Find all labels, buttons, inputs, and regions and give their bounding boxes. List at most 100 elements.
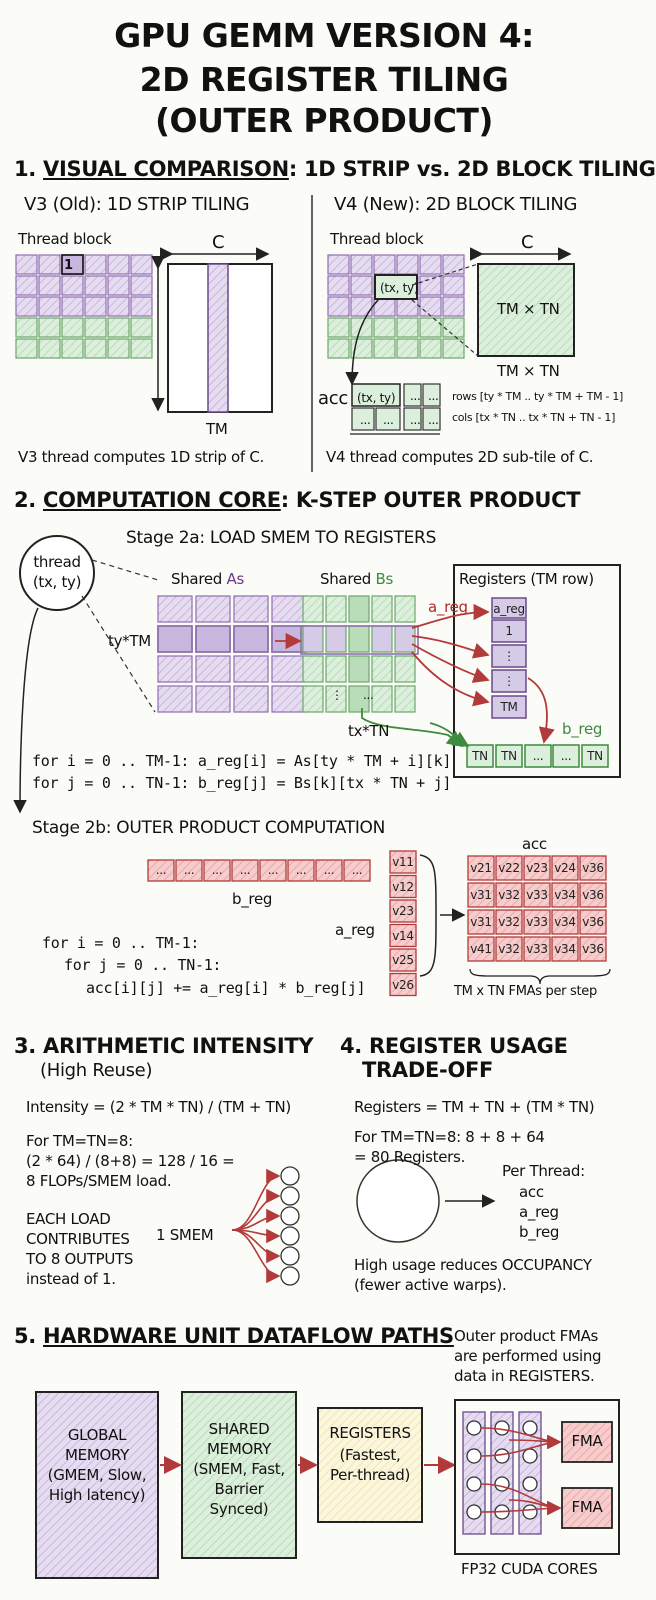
v3-thread-cell (15, 338, 38, 359)
shared-bs-cell (394, 625, 416, 653)
v4-acc-cell (403, 383, 422, 407)
shared-as-cell (195, 685, 231, 713)
shared-bs-cell (394, 595, 416, 623)
shared-as-cell (195, 655, 231, 683)
stage2b-b-reg-cell (147, 859, 175, 882)
v4-dash-bottom (411, 299, 479, 357)
v4-acc-cell (351, 383, 401, 407)
stage2b-acc-cell (467, 882, 495, 908)
v4-acc-dots-1: ... (410, 389, 421, 403)
core-column (490, 1411, 514, 1535)
smem-fanout-arrow (231, 1229, 281, 1264)
v3-thread-cell (84, 317, 107, 338)
stage2b-a-reg-cell-text: v23 (392, 904, 414, 918)
b-reg-cell-text: TN (501, 749, 517, 763)
core-to-fma-arrows (480, 1427, 562, 1516)
stage2b-b-reg-cell-text: ... (351, 863, 363, 877)
v4-thread-to-acc-arrow (345, 299, 379, 386)
shared-bs-cell (371, 625, 393, 653)
registers-box (453, 564, 621, 778)
stage2b-acc-cell-text: v32 (498, 888, 520, 902)
v3-thread-cell (84, 338, 107, 359)
shared-as-cell (157, 655, 193, 683)
shared-bs-cell (302, 655, 324, 683)
v4-tile-below-label: TM × TN (497, 362, 560, 380)
as-row-to-areg-arrow-3 (411, 643, 490, 683)
stage2b-a-reg-cell (389, 972, 417, 997)
v3-thread-cell (130, 317, 153, 338)
v3-cell-label: 1 (64, 258, 73, 273)
b-reg-row (466, 744, 609, 768)
section4-heading-1: 4. REGISTER USAGE (340, 1034, 568, 1058)
registers-tm-row-label: Registers (TM row) (459, 570, 594, 588)
stage2b-b-reg-row (147, 859, 371, 882)
a-reg-cell-text: a_reg (493, 602, 525, 616)
stage2b-b-reg-cell (315, 859, 343, 882)
smem-fanout-arrow (231, 1168, 281, 1231)
v4-acc-grid (351, 383, 441, 431)
regs-line-1: REGISTERS (329, 1424, 411, 1442)
v3-thread-block-grid (15, 254, 153, 359)
output-circle (280, 1166, 300, 1186)
bs-col-to-breg-arrow (361, 708, 464, 748)
shared-as-cell (157, 625, 193, 653)
intensity-line-1: For TM=TN=8: (26, 1132, 133, 1150)
v3-thread-cell (61, 317, 84, 338)
shared-bs-cell (302, 625, 324, 653)
v4-c-label: C (521, 232, 534, 253)
a-reg-cell (491, 644, 527, 668)
v4-thread-cell (442, 275, 465, 296)
smem-line-1: SHARED (208, 1420, 270, 1438)
thread-dash-top (91, 559, 159, 581)
cuda-cores-box (454, 1399, 620, 1555)
output-circle (280, 1186, 300, 1206)
v4-acc-cell (422, 407, 441, 431)
shared-bs-grid (300, 595, 419, 713)
one-smem-label: 1 SMEM (156, 1226, 214, 1244)
shared-bs-cell (371, 595, 393, 623)
each-load-4: instead of 1. (26, 1270, 116, 1288)
core-circle (522, 1504, 538, 1520)
stage2b-a-reg-cell-text: v12 (392, 879, 414, 894)
v3-thread-cell (38, 296, 61, 317)
stage2b-a-reg-cell-text: v25 (392, 953, 414, 967)
v4-thread-cell (419, 338, 442, 359)
shared-bs-cell (325, 655, 347, 683)
stage2b-acc-cell (551, 855, 579, 881)
shared-as-label: Shared As (171, 570, 244, 588)
smem-fanout (231, 1166, 300, 1286)
section1-heading: 1. VISUAL COMPARISON: 1D STRIP vs. 2D BL… (14, 157, 656, 181)
a-reg-label: a_reg (428, 598, 468, 616)
stage2b-b-reg-cell-text: ... (155, 863, 167, 877)
stage2b-b-reg-cell (287, 859, 315, 882)
acc-brace (469, 968, 611, 985)
v4-thread-cell (419, 254, 442, 275)
b-reg-cell (466, 744, 494, 768)
v4-thread-block-label: Thread block (330, 230, 424, 248)
v3-thread-cell (130, 296, 153, 317)
shared-bs-cell (325, 685, 347, 713)
a-reg-cell (491, 619, 527, 643)
stage2b-acc-cell (523, 936, 551, 962)
fma-unit-1 (561, 1421, 613, 1463)
smem-line-5: Synced) (209, 1500, 269, 1518)
core-circle (522, 1420, 538, 1436)
v4-thread-cell (327, 275, 350, 296)
stage2b-acc-cell-text: v31 (470, 915, 492, 929)
smem-line-2: MEMORY (207, 1440, 271, 1458)
v4-thread-cell (327, 338, 350, 359)
v4-thread-cell (396, 317, 419, 338)
fma-label-2: FMA (571, 1498, 603, 1516)
v4-thread-cell (442, 296, 465, 317)
shared-bs-cell (325, 595, 347, 623)
shared-as-cell (233, 655, 269, 683)
cuda-core-columns (462, 1411, 542, 1535)
v3-thread-cell (84, 275, 107, 296)
v3-thread-cell (15, 275, 38, 296)
v4-thread-cell (396, 254, 419, 275)
v4-acc-dots-6: ... (428, 413, 439, 427)
per-thread-acc: acc (519, 1183, 544, 1201)
thread-to-stage2b-arrow (13, 607, 39, 814)
section5-note-1: Outer product FMAs (454, 1327, 599, 1345)
acc-label: acc (522, 835, 547, 853)
